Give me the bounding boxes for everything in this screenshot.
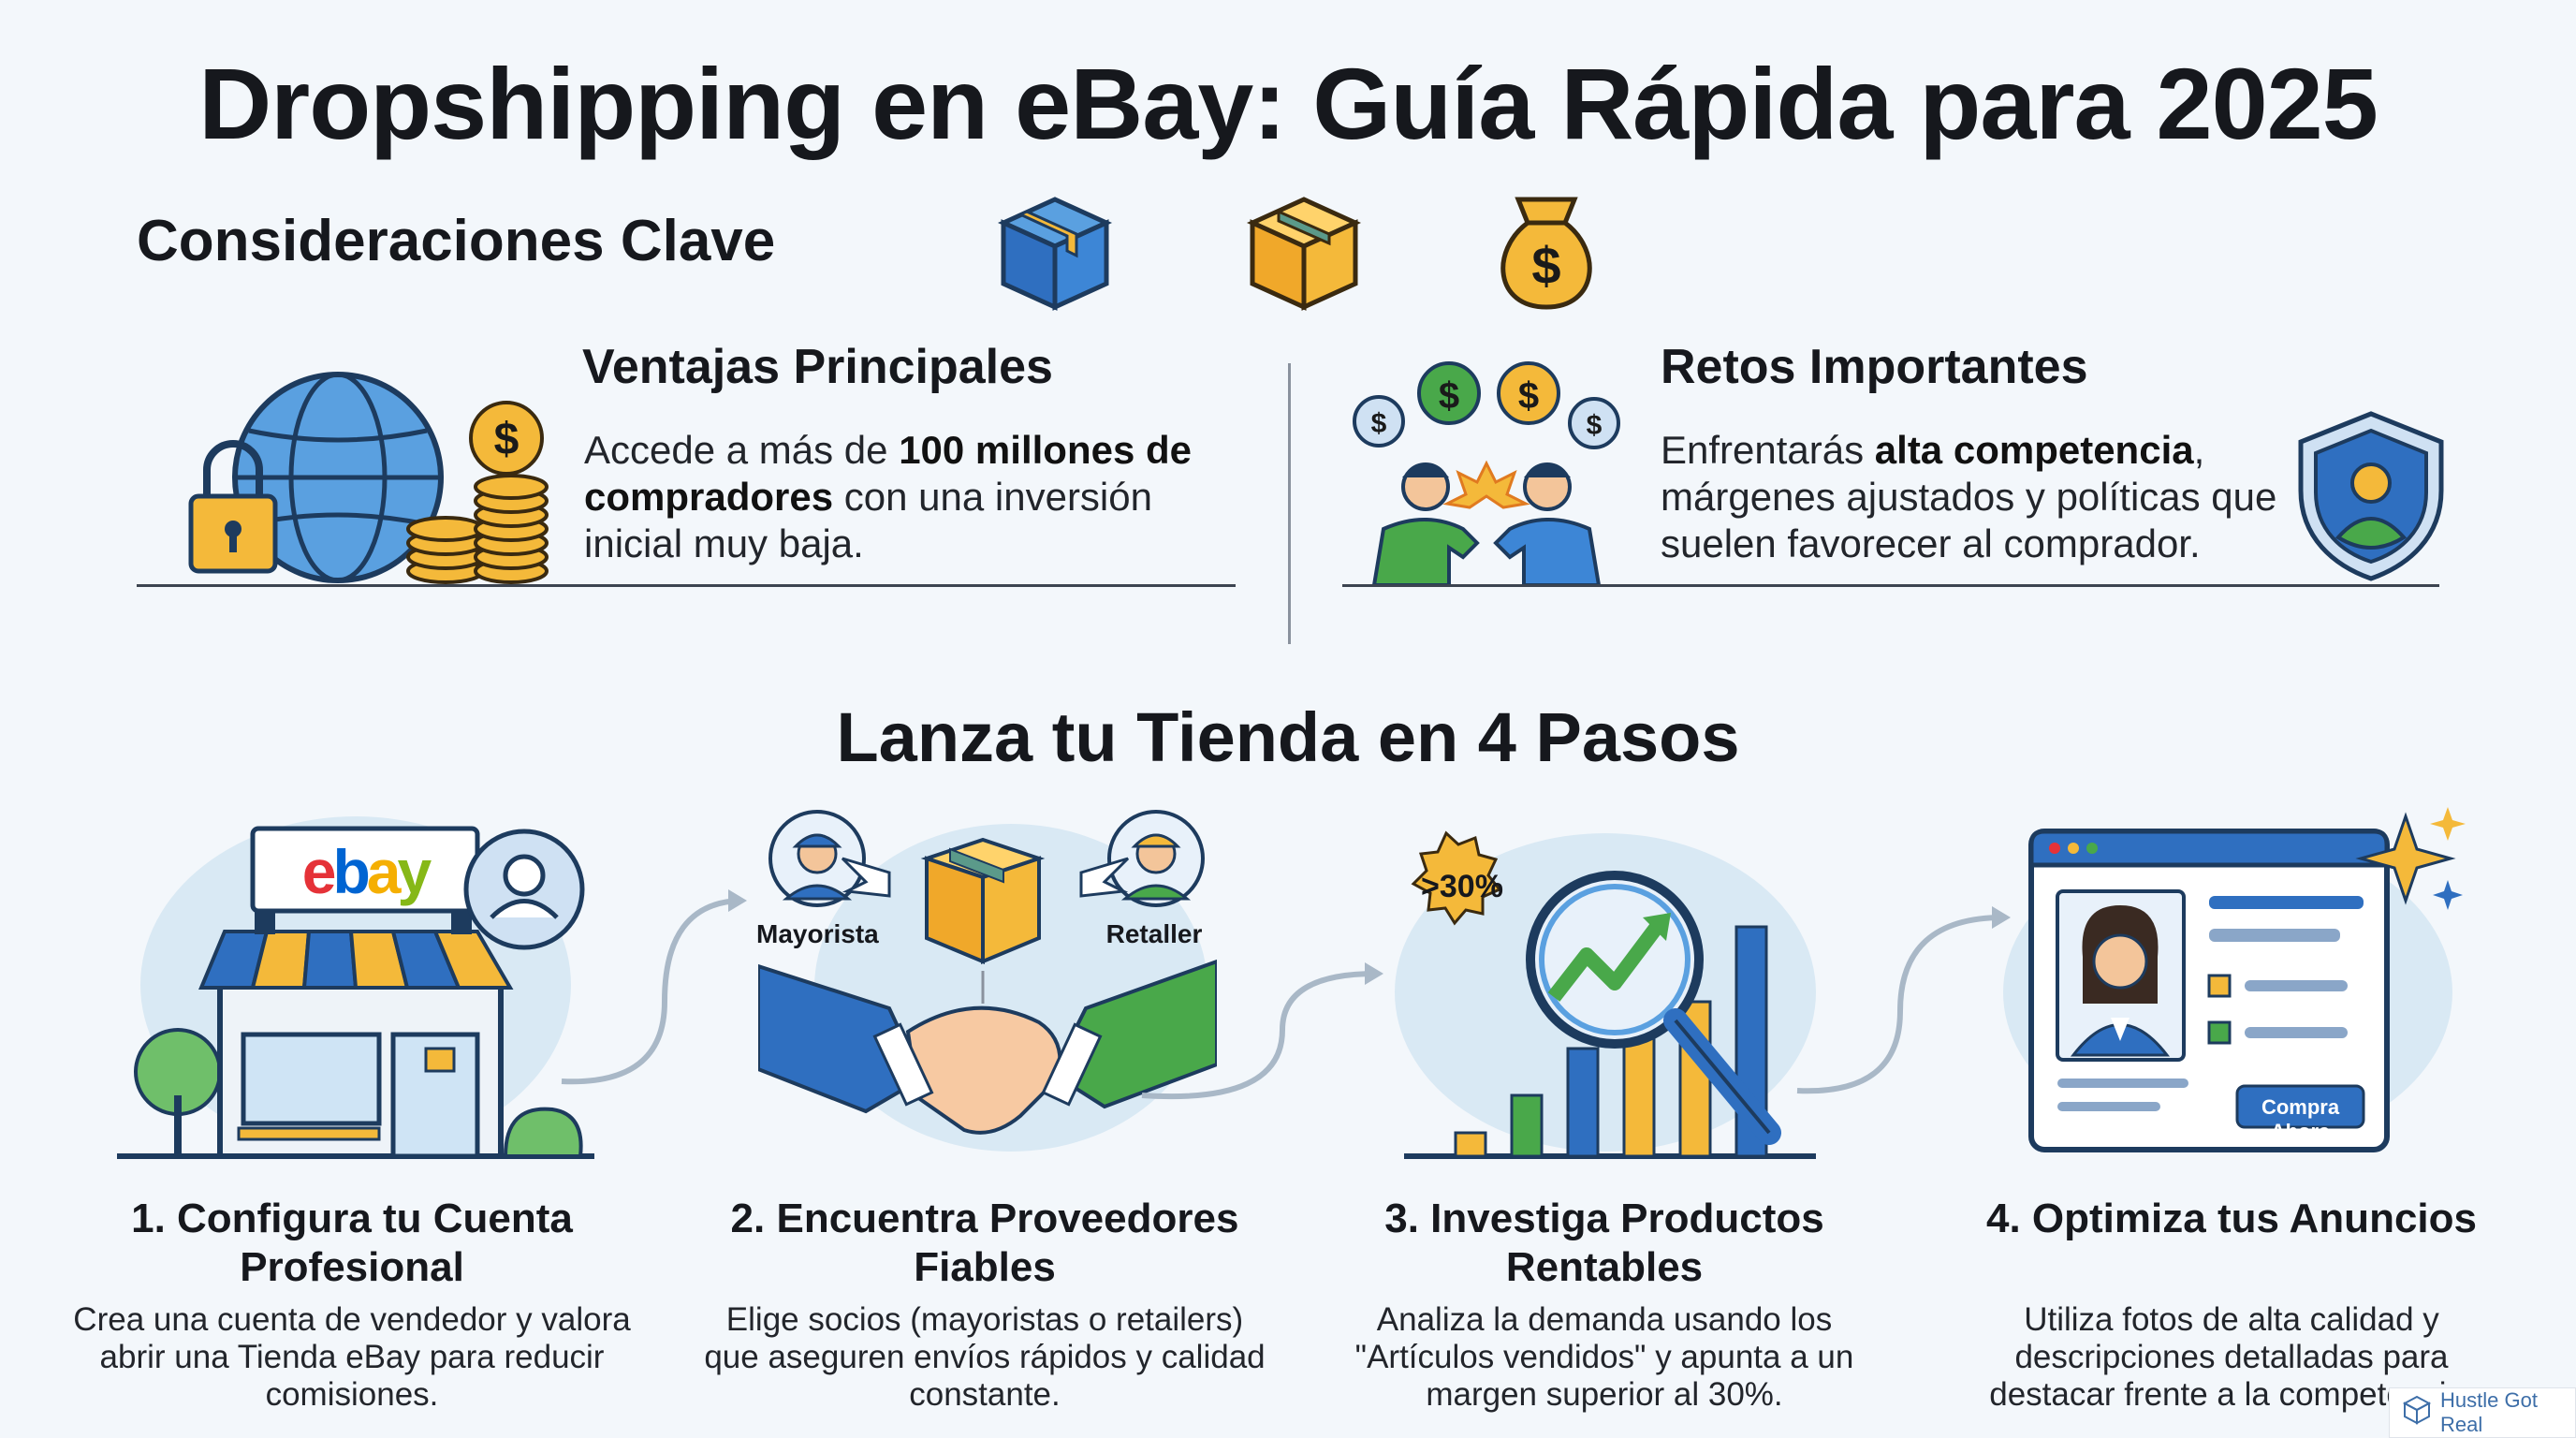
supplier-wholesaler-label: Mayorista xyxy=(756,919,879,948)
storefront-illustration: ebay xyxy=(112,824,599,1161)
challenges-text: Enfrentarás alta competencia, márgenes a… xyxy=(1661,428,2277,565)
arrow-step3-to-4 xyxy=(1796,899,2012,1105)
ebay-logo-e: e xyxy=(302,837,335,906)
watermark: Hustle Got Real xyxy=(2389,1387,2576,1438)
cube-icon xyxy=(2401,1394,2433,1431)
arrow-step1-to-2 xyxy=(561,889,749,1095)
step4-title: 4. Optimiza tus Anuncios xyxy=(1986,1196,2477,1241)
section-divider xyxy=(1288,363,1291,644)
svg-text:$: $ xyxy=(1439,375,1459,417)
chart-magnifier-illustration xyxy=(1385,824,1825,1161)
svg-text:$: $ xyxy=(1371,408,1387,439)
step2-text: Elige socios (mayoristas o retailers) qu… xyxy=(704,1301,1266,1413)
shield-user-icon xyxy=(2291,406,2451,584)
ebay-logo-y: y xyxy=(398,837,432,906)
step3-title: 3. Investiga Productos Rentables xyxy=(1384,1196,1824,1290)
advantages-underline xyxy=(137,584,1236,587)
svg-text:$: $ xyxy=(1531,236,1560,295)
supplier-retailer-label: Retaller xyxy=(1105,919,1203,948)
svg-text:$: $ xyxy=(494,415,520,464)
step2-title: 2. Encuentra Proveedores Fiables xyxy=(730,1196,1239,1290)
listing-window-illustration xyxy=(2022,807,2471,1163)
watermark-text: Hustle Got Real xyxy=(2440,1388,2538,1436)
blue-box-icon xyxy=(994,185,1116,316)
page-title: Dropshipping en eBay: Guía Rápida para 2… xyxy=(198,47,2378,160)
advantages-title: Ventajas Principales xyxy=(582,340,1053,394)
step4-text: Utiliza fotos de alta calidad y descripc… xyxy=(1989,1301,2474,1413)
margin-badge: >30% xyxy=(1421,869,1503,904)
globe-lock-coins-illustration: $ xyxy=(183,365,586,590)
advantages-text: Accede a más de 100 millones de comprado… xyxy=(584,428,1192,565)
step3-text: Analiza la demanda usando los "Artículos… xyxy=(1354,1301,1854,1413)
arrow-step2-to-3 xyxy=(1141,955,1385,1105)
handshake-illustration xyxy=(756,807,1219,1163)
svg-text:ebay: ebay xyxy=(302,837,432,906)
buy-now-button[interactable]: Compra Ahora xyxy=(2261,1095,2340,1143)
challenges-title: Retos Importantes xyxy=(1661,340,2088,394)
svg-text:$: $ xyxy=(1587,410,1603,441)
money-bag-icon: $ xyxy=(1490,185,1603,316)
yellow-box-icon xyxy=(1243,185,1365,316)
steps-heading: Lanza tu Tienda en 4 Pasos xyxy=(836,698,1740,776)
svg-text:$: $ xyxy=(1518,375,1539,417)
considerations-heading: Consideraciones Clave xyxy=(137,209,776,273)
challenges-underline xyxy=(1342,584,2439,587)
ebay-logo-b: b xyxy=(332,837,368,906)
step1-text: Crea una cuenta de vendedor y valora abr… xyxy=(73,1301,631,1413)
competition-illustration: $ $ $ $ xyxy=(1346,356,1627,590)
step1-title: 1. Configura tu Cuenta Profesional xyxy=(131,1196,573,1290)
